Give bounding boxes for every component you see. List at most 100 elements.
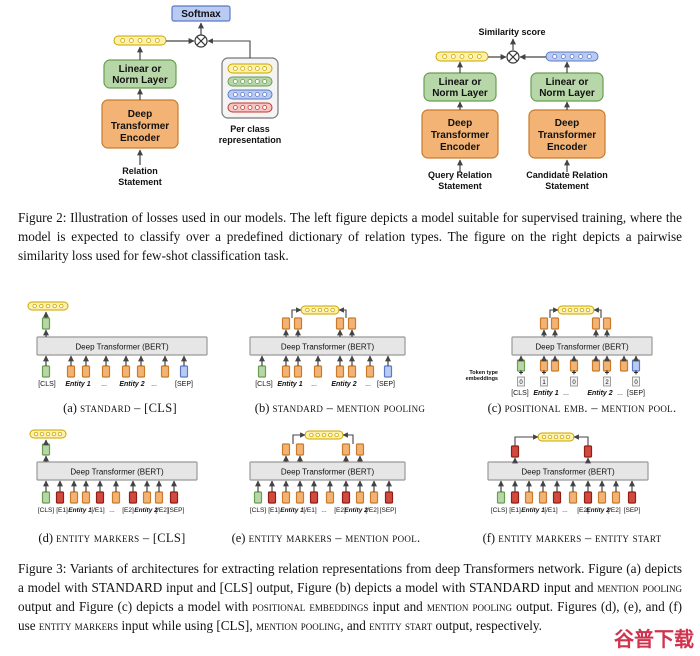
- query-vector: [435, 51, 489, 62]
- output-vector: [300, 305, 340, 315]
- per-class-label: Per class: [230, 124, 270, 134]
- vector-cell: [328, 432, 333, 438]
- token-embedding: [169, 491, 179, 504]
- token-embedding: [568, 491, 578, 504]
- multiply-icon: [506, 50, 520, 64]
- vector-cell: [128, 38, 134, 43]
- token-type-value: 0: [572, 380, 576, 386]
- pool-connector: [593, 307, 602, 318]
- token-label: [/E2]: [155, 507, 169, 514]
- output-embedding: [510, 445, 520, 458]
- connector-per-class: [207, 38, 251, 58]
- caption-fragment: mention pooling: [597, 580, 682, 595]
- watermark-logo: 谷普下载: [614, 627, 694, 651]
- vector-cell: [51, 431, 57, 437]
- token-label: Entity 1: [533, 390, 558, 397]
- query-statement-label: Query Relation: [428, 170, 492, 180]
- token-type-embedding: [517, 376, 525, 387]
- vector-cell: [146, 38, 152, 43]
- vector-cell: [57, 431, 63, 437]
- figure-3-caption: Figure 3: Variants of architectures for …: [18, 559, 682, 635]
- token-type-value: 0: [634, 380, 638, 386]
- token-embedding: [496, 491, 506, 504]
- relation-statement-label: Relation: [122, 166, 158, 176]
- vector-cell: [315, 432, 320, 438]
- vector-cell: [565, 434, 571, 440]
- output-embedding: [335, 317, 345, 330]
- output-vector: [27, 301, 69, 311]
- softmax-label: Softmax: [181, 9, 221, 20]
- token-label: Entity 1: [65, 381, 90, 388]
- per-class-label: representation: [219, 135, 282, 145]
- token-label: ...: [365, 381, 371, 388]
- vector-cell: [324, 307, 329, 313]
- output-embedding: [281, 317, 291, 330]
- vector-cell: [541, 434, 547, 440]
- token-label: ...: [101, 381, 107, 388]
- class-vector: [227, 102, 273, 113]
- caption-fragment: positional embeddings: [252, 599, 369, 614]
- vector-cell: [247, 105, 253, 110]
- token-embedding: [335, 365, 345, 378]
- token-label: ...: [151, 381, 157, 388]
- token-label: [E1]: [509, 507, 521, 514]
- bert-label: Deep Transformer (BERT): [535, 343, 629, 352]
- vector-cell: [262, 92, 268, 97]
- vector-cell: [39, 431, 45, 437]
- vector-cell: [232, 66, 238, 71]
- multiply-icon-line: [508, 52, 518, 62]
- token-embedding: [510, 491, 520, 504]
- token-embedding: [101, 365, 111, 378]
- vector-cell: [137, 38, 143, 43]
- caption-fragment: output. Figures (d), (e), and (f) use: [18, 599, 682, 633]
- token-embedding: [355, 491, 365, 504]
- bert-box: [36, 461, 198, 481]
- token-embedding: [267, 491, 277, 504]
- token-embedding: [41, 491, 51, 504]
- vector-cell: [450, 54, 456, 59]
- output-embedding: [41, 317, 51, 330]
- query-encoder-label: Transformer: [431, 130, 489, 141]
- candidate-linear-norm-label: Norm Layer: [539, 88, 595, 99]
- vector-cell: [569, 54, 575, 59]
- vector-cell: [45, 431, 51, 437]
- token-embedding: [95, 491, 105, 504]
- token-embedding: [309, 491, 319, 504]
- token-label: Entity 2: [587, 390, 612, 397]
- token-label: ...: [311, 381, 317, 388]
- candidate-linear-norm-label: Linear or: [546, 77, 589, 88]
- token-label: [/E2]: [365, 507, 379, 514]
- token-embedding: [619, 359, 629, 372]
- token-label: [E1]: [56, 507, 68, 514]
- token-type-label: embeddings: [466, 376, 498, 382]
- token-type-value: 2: [605, 380, 609, 386]
- candidate-encoder-label: Deep: [555, 118, 579, 129]
- query-encoder-label: Encoder: [440, 142, 480, 153]
- caption-fragment: output and Figure (c) depicts a model wi…: [18, 599, 253, 614]
- token-embedding: [313, 365, 323, 378]
- token-label: [E2]: [334, 507, 346, 514]
- candidate-encoder-label: Encoder: [547, 142, 587, 153]
- vector-cell: [579, 307, 585, 313]
- vector-cell: [553, 434, 559, 440]
- token-embedding: [591, 359, 601, 372]
- vector-cell: [468, 54, 474, 59]
- token-label: [SEP]: [627, 390, 645, 397]
- token-embedding: [627, 491, 637, 504]
- plus-icon: +: [605, 368, 610, 377]
- token-label: [SEP]: [380, 507, 397, 514]
- token-embedding: [597, 491, 607, 504]
- token-label: [CLS]: [511, 390, 529, 397]
- vector-cell: [254, 105, 260, 110]
- vector-cell: [240, 79, 246, 84]
- subcaption-e: (e) entity markers – mention pool.: [231, 531, 421, 545]
- vector-cell: [330, 307, 335, 313]
- vector-cell: [154, 38, 160, 43]
- vector-cell: [476, 54, 482, 59]
- token-label: [/E1]: [303, 507, 317, 514]
- token-embedding: [142, 491, 152, 504]
- similarity-score-label: Similarity score: [478, 27, 545, 37]
- token-embedding: [69, 491, 79, 504]
- token-label: [E2]: [577, 507, 589, 514]
- token-embedding: [179, 365, 189, 378]
